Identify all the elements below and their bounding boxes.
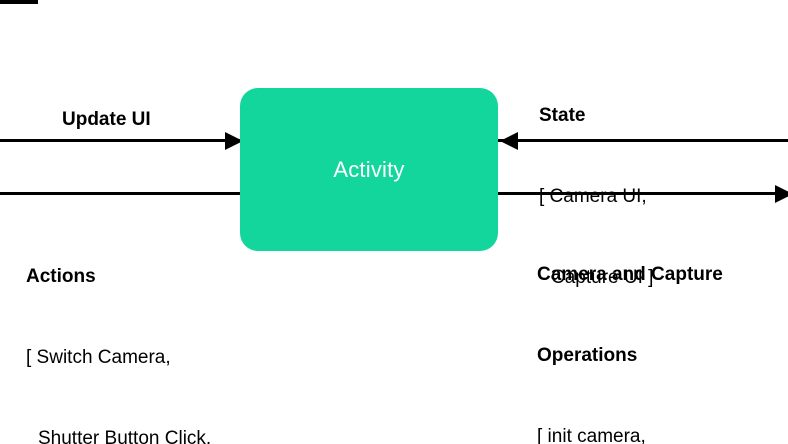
state-title: State xyxy=(539,105,586,126)
flow-label-update-ui: Update UI xyxy=(62,109,151,130)
arrowhead-operations-outward xyxy=(775,184,788,203)
actions-item-0: [ Switch Camera, xyxy=(26,347,171,368)
arrowhead-state-into-activity xyxy=(500,131,518,150)
arrowhead-actions-into-activity xyxy=(225,131,243,150)
state-item-1: Capture UI ] xyxy=(551,267,654,288)
flow-line-update-ui xyxy=(0,139,245,142)
operations-title-line-2: Operations xyxy=(537,345,638,366)
operations-item-0: [ init camera, xyxy=(537,426,646,444)
flow-line-state xyxy=(494,139,788,142)
operations-title-line-1: Camera and Capture xyxy=(537,264,723,285)
flow-label-actions: Actions [ Switch Camera, Shutter Button … xyxy=(26,209,258,444)
actions-title: Actions xyxy=(26,266,96,287)
crop-marker-bar xyxy=(0,0,38,4)
flow-label-operations: Camera and Capture Operations [ init cam… xyxy=(537,207,723,444)
activity-node-label: Activity xyxy=(333,156,405,182)
flow-label-state: State [ Camera UI, Capture UI ] xyxy=(539,48,653,345)
flow-line-operations xyxy=(494,192,788,195)
state-item-0: [ Camera UI, xyxy=(539,186,647,207)
flow-line-actions xyxy=(0,192,245,195)
actions-item-1: Shutter Button Click, xyxy=(38,428,212,444)
activity-node[interactable]: Activity xyxy=(240,88,498,251)
